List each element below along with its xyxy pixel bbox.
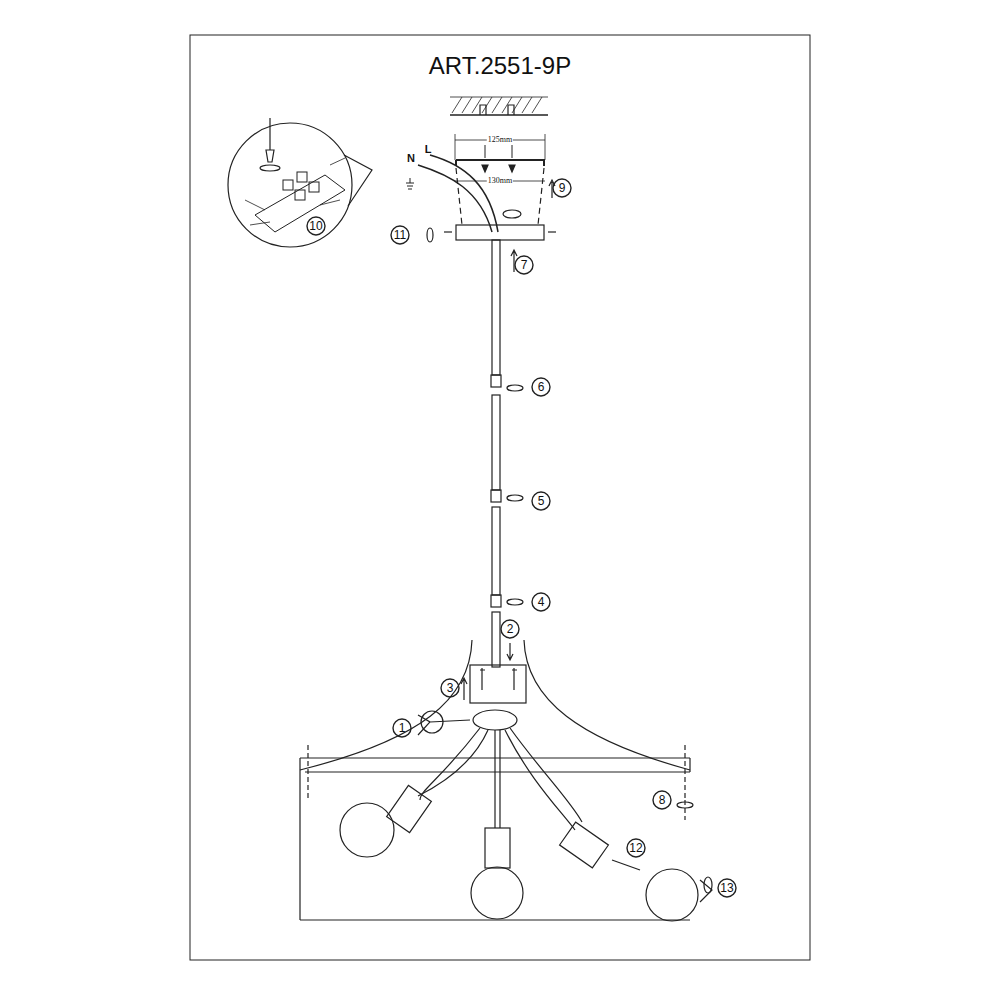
wire-label: L [425, 144, 432, 155]
diagram-title: ART.2551-9P [429, 54, 571, 78]
callout-number: 2 [507, 623, 514, 635]
callout-number: 4 [538, 596, 545, 608]
callout-number: 12 [629, 842, 642, 854]
callout-number: 3 [447, 682, 454, 694]
callout-number: 10 [309, 220, 322, 232]
callout-number: 11 [394, 229, 406, 241]
callout-number: 1 [399, 722, 406, 734]
callout-number: 9 [559, 182, 566, 194]
dimension-label: 125mm [487, 136, 513, 144]
dimension-label: 130mm [487, 177, 513, 185]
callout-number: 7 [521, 259, 528, 271]
callout-number: 13 [720, 882, 733, 894]
callout-number: 6 [538, 381, 545, 393]
wire-label: N [407, 153, 415, 164]
callout-number: 8 [659, 794, 666, 806]
callout-number: 5 [538, 495, 545, 507]
